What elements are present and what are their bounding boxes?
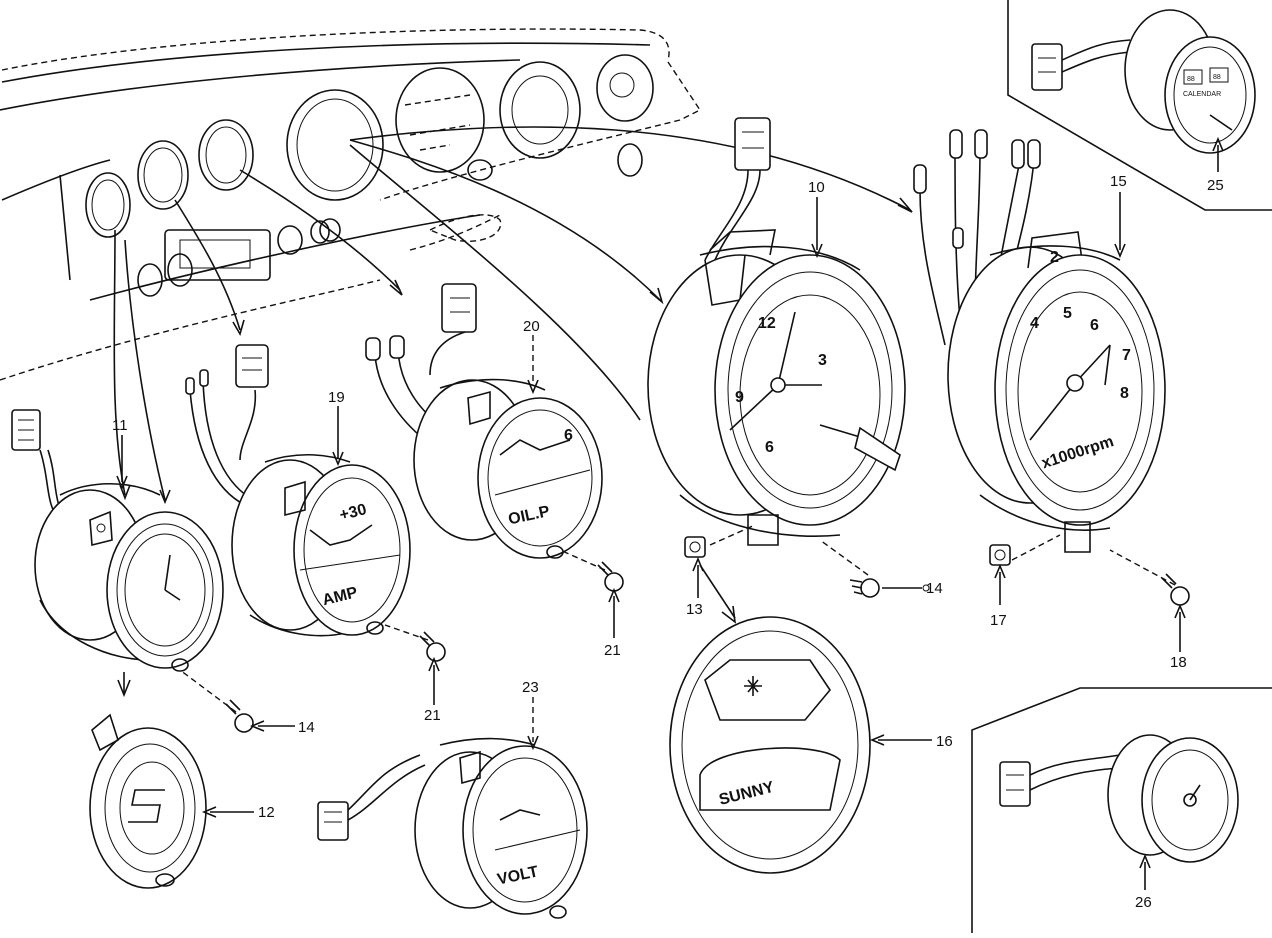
screw-21b xyxy=(419,631,446,662)
dashboard-panel xyxy=(0,28,702,381)
calendar-box-2: 88 xyxy=(1213,74,1221,81)
bezel-12 xyxy=(89,672,207,889)
callout-21a: 21 xyxy=(604,642,621,659)
callout-16: 16 xyxy=(936,733,953,750)
oil-scale: 6 xyxy=(564,427,573,444)
callout-14b: 14 xyxy=(926,580,943,597)
callout-12: 12 xyxy=(258,804,275,821)
star-icon xyxy=(744,676,762,696)
calendar-box-1: 88 xyxy=(1187,76,1195,83)
calendar-label: CALENDAR xyxy=(1183,91,1221,98)
callout-25: 25 xyxy=(1207,177,1224,194)
dash-gauge-1 xyxy=(85,172,131,238)
callout-leaders xyxy=(116,136,1224,890)
screw-18 xyxy=(1161,573,1190,606)
callout-20: 20 xyxy=(523,318,540,335)
oil-pressure-gauge-20 xyxy=(365,283,603,559)
clock-10 xyxy=(647,117,906,546)
callout-17: 17 xyxy=(990,612,1007,629)
inset-small-clock xyxy=(971,687,1272,933)
ammeter-gauge-19 xyxy=(185,344,411,637)
dash-speedo xyxy=(395,67,485,173)
clock-number-9: 9 xyxy=(735,389,744,406)
dash-gauge-3 xyxy=(198,119,254,191)
tach-number-8: 8 xyxy=(1120,385,1129,402)
dash-tach xyxy=(499,61,581,159)
tach-number-2: 2 xyxy=(1050,249,1059,266)
clock-number-12: 12 xyxy=(758,315,776,332)
voltmeter-gauge-23 xyxy=(317,737,588,919)
callout-11: 11 xyxy=(112,417,128,434)
tachometer-15 xyxy=(913,129,1166,553)
clip-17 xyxy=(989,544,1011,566)
tach-number-5: 5 xyxy=(1063,305,1072,322)
callout-19: 19 xyxy=(328,389,345,406)
callout-14a: 14 xyxy=(298,719,315,736)
callout-18: 18 xyxy=(1170,654,1187,671)
amp-scale: +30 xyxy=(338,501,369,524)
dash-right-dial xyxy=(596,54,654,122)
leader-arrows xyxy=(113,126,913,505)
callout-13: 13 xyxy=(686,601,703,618)
dash-radio xyxy=(164,229,271,281)
clock-number-3: 3 xyxy=(818,352,827,369)
inset-calendar-clock xyxy=(1007,0,1272,211)
small-hardware xyxy=(179,524,1190,733)
tach-number-7: 7 xyxy=(1122,347,1131,364)
screw-14a xyxy=(225,699,254,733)
callout-23: 23 xyxy=(522,679,539,696)
s-logo-icon xyxy=(128,789,165,823)
callout-26: 26 xyxy=(1135,894,1152,911)
tach-number-4: 4 xyxy=(1030,315,1039,332)
callout-21b: 21 xyxy=(424,707,441,724)
dash-clock-housing xyxy=(286,89,384,201)
callout-10: 10 xyxy=(808,179,825,196)
callout-15: 15 xyxy=(1110,173,1127,190)
dash-gauge-2 xyxy=(137,140,189,210)
tach-number-6: 6 xyxy=(1090,317,1099,334)
clock-gauge-11 xyxy=(11,409,224,672)
sunny-bezel-16 xyxy=(669,564,871,874)
screw-21a xyxy=(597,561,624,592)
screw-14b xyxy=(849,578,880,598)
clip-13 xyxy=(684,536,706,558)
callout-numbers: 10 11 12 13 14 14 15 16 17 18 19 20 21 2… xyxy=(112,173,1224,911)
clock-number-6: 6 xyxy=(765,439,774,456)
